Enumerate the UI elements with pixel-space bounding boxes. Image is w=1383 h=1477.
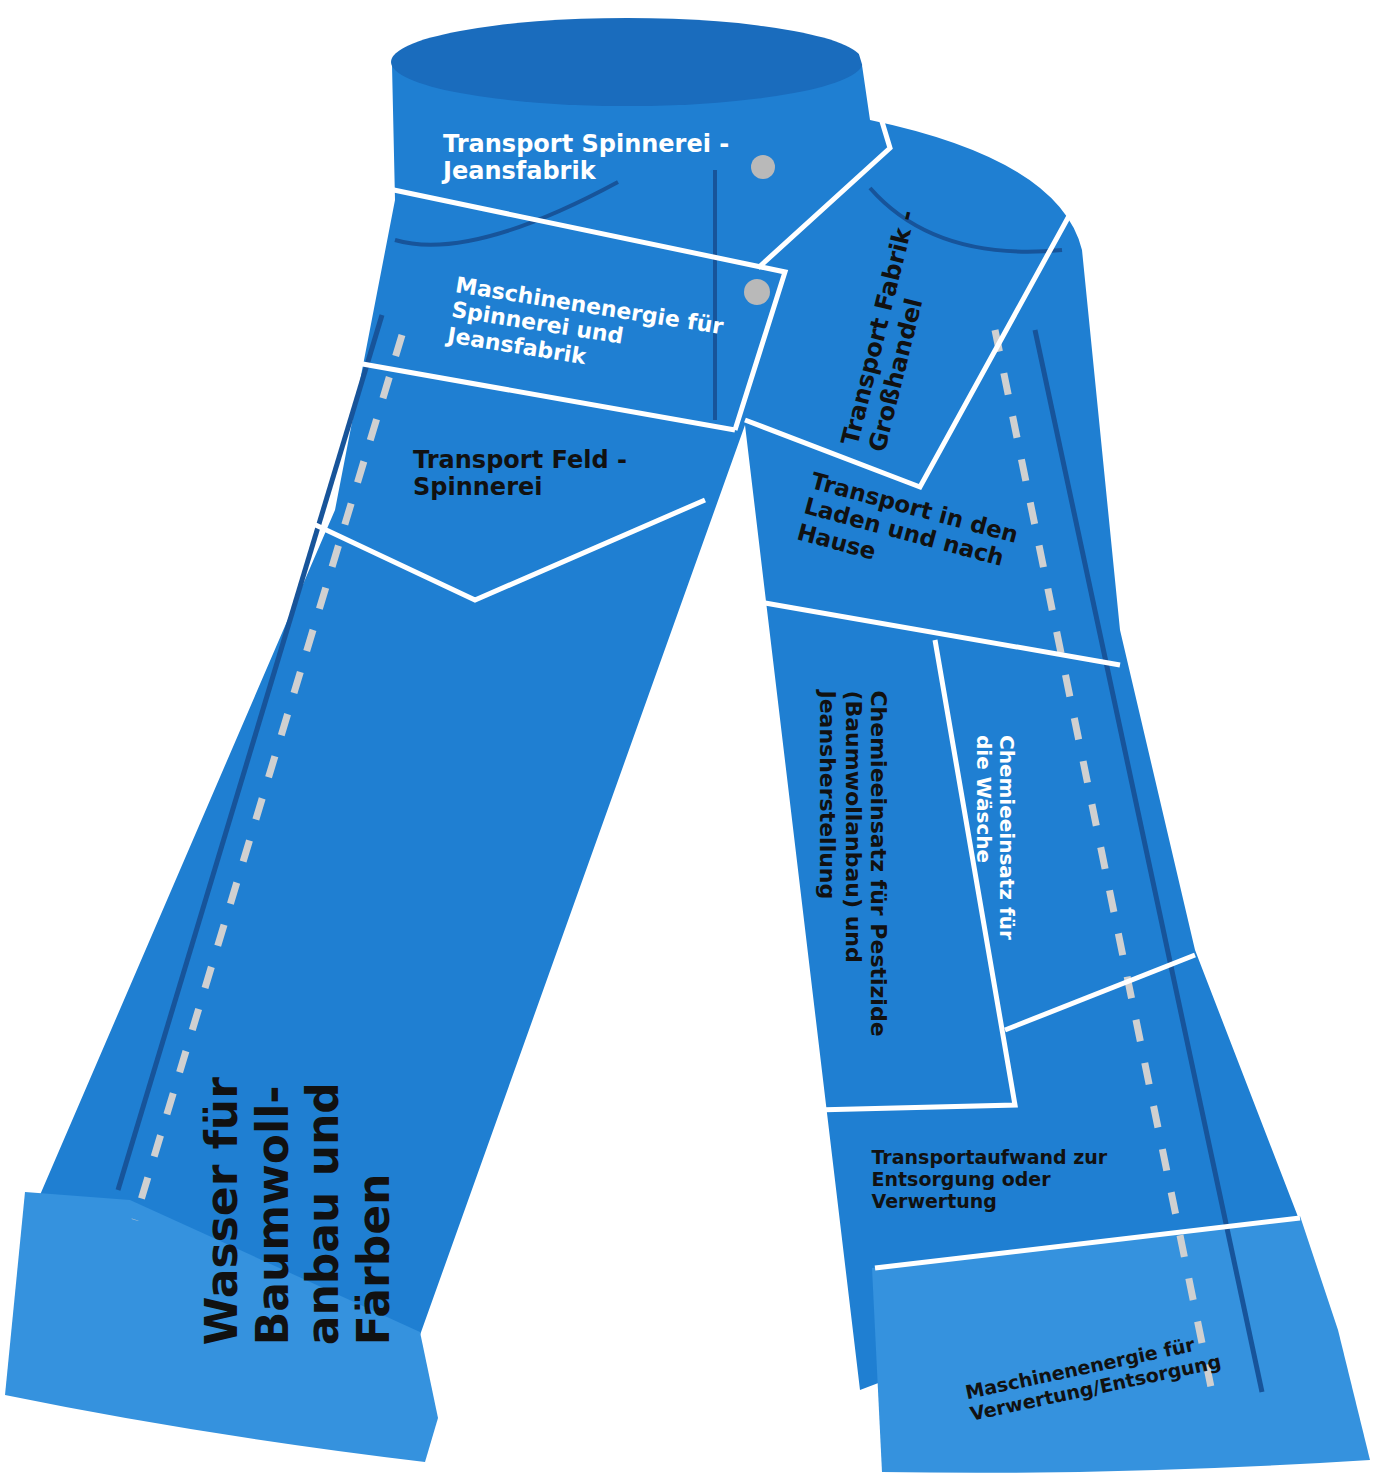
leg-seam bbox=[118, 315, 382, 1190]
right-cuff bbox=[872, 1216, 1370, 1473]
cost-segment: Chemieeinsatz für die Wäsche bbox=[972, 735, 1018, 975]
segment-label: Chemieeinsatz für die Wäsche bbox=[972, 735, 1018, 975]
divider-line bbox=[1005, 955, 1195, 1030]
jeans-body bbox=[40, 65, 1300, 1390]
leg-seam bbox=[1035, 330, 1262, 1392]
divider-line bbox=[370, 185, 785, 430]
segment-label: Transport Spinnerei - Jeansfabrik bbox=[443, 131, 863, 186]
button bbox=[744, 279, 770, 305]
waistband bbox=[391, 18, 863, 106]
segment-label: Chemieeinsatz für Pestizide (Baumwollanb… bbox=[815, 690, 891, 1065]
divider-line bbox=[875, 1218, 1300, 1268]
segment-label: Wasser für Baumwoll- anbau und Färben bbox=[197, 985, 399, 1345]
divider-line bbox=[765, 603, 1120, 665]
cost-segment: Wasser für Baumwoll- anbau und Färben bbox=[197, 985, 399, 1345]
cost-segment: Transport Feld - Spinnerei bbox=[413, 447, 683, 502]
divider-line bbox=[305, 500, 705, 600]
cost-segment: Transportaufwand zur Entsorgung oder Ver… bbox=[872, 1147, 1117, 1213]
divider-line bbox=[340, 360, 735, 430]
segment-label: Transportaufwand zur Entsorgung oder Ver… bbox=[872, 1147, 1117, 1213]
segment-label: Transport Feld - Spinnerei bbox=[413, 447, 683, 502]
divider-lines bbox=[305, 16, 1300, 1268]
cost-segment: Transport Spinnerei - Jeansfabrik bbox=[443, 131, 863, 186]
divider-line bbox=[815, 640, 1015, 1110]
fly-seam bbox=[713, 170, 717, 420]
button bbox=[751, 155, 775, 179]
divider-line bbox=[758, 16, 890, 268]
cost-segment: Chemieeinsatz für Pestizide (Baumwollanb… bbox=[815, 690, 891, 1065]
